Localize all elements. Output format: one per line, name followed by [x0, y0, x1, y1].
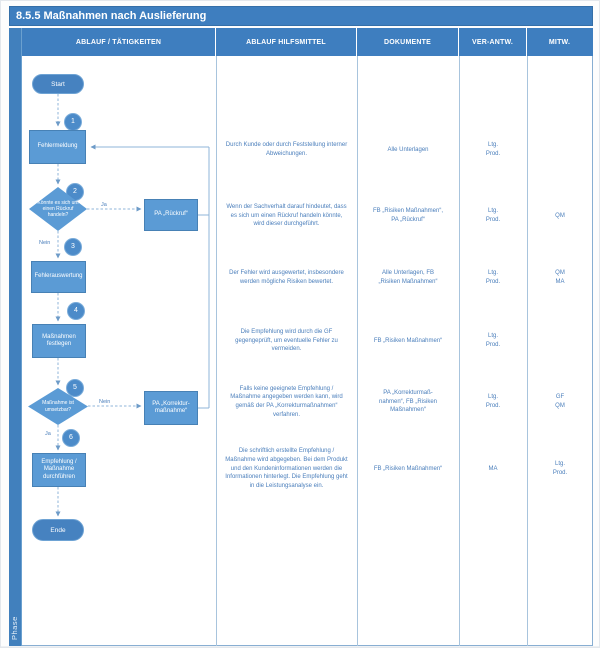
process-box-massnahmen-festlegen: Maßnahmen festlegen [32, 324, 86, 358]
table-body [9, 56, 593, 646]
cell-documents: PA „Korrekturmaß- nahmen“, FB „Risiken M… [378, 389, 438, 414]
cell-cooperation: QM MA [555, 270, 565, 285]
table-row: Falls keine geeignete Empfehlung / Maßna… [216, 373, 593, 431]
edge-label-nein: Nein [39, 240, 51, 246]
step-circle-6: 6 [62, 429, 80, 447]
bottom-edge [1, 646, 599, 647]
table-header: ABLAUF / TÄTIGKEITEN ABLAUF HILFSMITTEL … [9, 28, 593, 56]
page-title: 8.5.5 Maßnahmen nach Auslieferung [9, 6, 593, 26]
cell-documents: Alle Unterlagen, FB „Risiken Maßnahmen“ [378, 270, 438, 285]
column-header-tools: ABLAUF HILFSMITTEL [216, 28, 357, 56]
edge-label-ja: Ja [45, 431, 51, 437]
table-row: Durch Kunde oder durch Feststellung inte… [216, 119, 593, 181]
process-box-fehlerauswertung: Fehlerauswertung [31, 261, 86, 293]
cell-documents: FB „Risiken Maßnahmen“, PA „Rückruf“ [372, 208, 444, 223]
cell-responsible: Ltg. Prod. [485, 394, 501, 409]
process-box-pa-rueckruf: PA „Rückruf“ [144, 199, 198, 231]
cell-documents: Alle Unterlagen [387, 146, 429, 153]
cell-responsible: Ltg. Prod. [485, 270, 501, 285]
step-circle-3: 3 [64, 238, 82, 256]
cell-responsible: Ltg. Prod. [485, 142, 501, 157]
column-header-activities: ABLAUF / TÄTIGKEITEN [22, 28, 216, 56]
start-node: Start [32, 74, 84, 94]
phase-label: Phase [10, 616, 19, 640]
table-row: Die Empfehlung wird durch die GF gegenge… [216, 311, 593, 371]
cell-tools: Die Empfehlung wird durch die GF gegenge… [235, 328, 338, 353]
process-box-fehlermeldung: Fehlermeldung [29, 130, 86, 164]
cell-responsible: Ltg. Prod. [485, 208, 501, 223]
cell-cooperation: QM [555, 212, 565, 219]
table-row: Die schriftlich erstellte Empfehlung / M… [216, 431, 593, 507]
process-box-empfehlung-durchfuehren: Empfehlung / Maßnahme durchführen [32, 453, 86, 487]
cell-cooperation [527, 311, 593, 371]
cell-responsible: Ltg. Prod. [485, 333, 501, 348]
column-divider [216, 56, 217, 646]
step-circle-5: 5 [66, 379, 84, 397]
column-header-documents: DOKUMENTE [357, 28, 459, 56]
cell-cooperation [527, 119, 593, 181]
column-header-cooperation: MITW. [548, 38, 571, 46]
table-row: Wenn der Sachverhalt darauf hindeutet, d… [216, 185, 593, 247]
cell-cooperation: GF QM [555, 394, 565, 409]
end-node: Ende [32, 519, 84, 541]
cell-responsible: MA [488, 465, 498, 472]
column-divider [357, 56, 358, 646]
cell-documents: FB „Risiken Maßnahmen“ [373, 465, 443, 472]
edge-label-nein: Nein [99, 399, 111, 405]
step-circle-4: 4 [67, 302, 85, 320]
cell-tools: Durch Kunde oder durch Feststellung inte… [225, 142, 348, 157]
cell-tools: Falls keine geeignete Empfehlung / Maßna… [230, 385, 343, 418]
cell-tools: Der Fehler wird ausgewertet, insbesonder… [229, 270, 344, 285]
cell-tools: Wenn der Sachverhalt darauf hindeutet, d… [226, 203, 347, 228]
column-divider [459, 56, 460, 646]
step-circle-1: 1 [64, 113, 82, 131]
column-header-responsible: VER-ANTW. [459, 28, 527, 56]
process-box-pa-korrekturmassnahme: PA „Korrektur-maßnahme“ [144, 391, 198, 425]
cell-documents: FB „Risiken Maßnahmen“ [373, 337, 443, 344]
phase-strip: Phase [9, 28, 22, 646]
table-row: Der Fehler wird ausgewertet, insbesonder… [216, 249, 593, 307]
cell-cooperation: Ltg. Prod. [552, 461, 568, 476]
column-divider [527, 56, 528, 646]
edge-label-ja: Ja [101, 202, 107, 208]
cell-tools: Die schriftlich erstellte Empfehlung / M… [225, 448, 348, 490]
